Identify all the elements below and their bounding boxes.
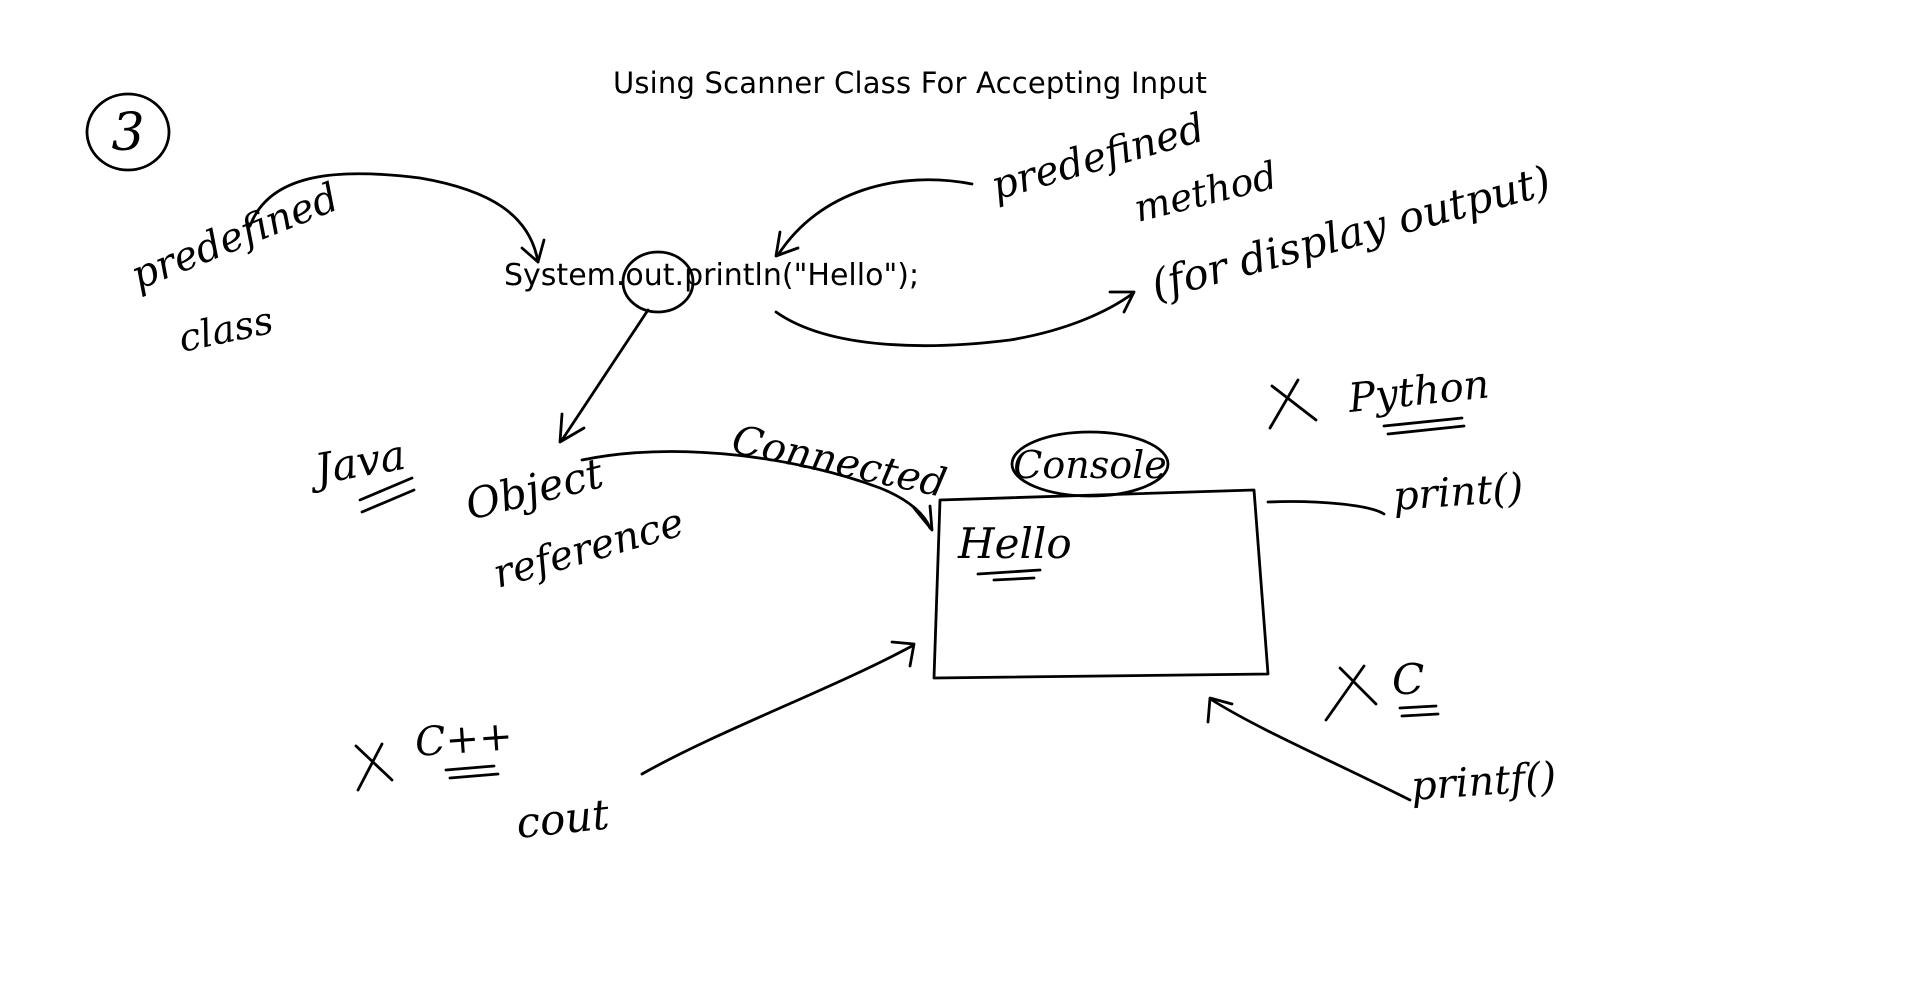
- arrowhead-connected: [912, 504, 934, 532]
- arrow-println-to-purpose: [774, 292, 1134, 347]
- console-box: [932, 488, 1270, 680]
- python-cross-1: [1270, 384, 1318, 422]
- python-underline-2: [1386, 424, 1466, 436]
- arrow-printf-to-console: [1210, 698, 1412, 802]
- console-output-text: Hello: [957, 519, 1072, 568]
- predefined-class-line1: predefined: [125, 174, 346, 299]
- arrow-class-to-system: [248, 172, 540, 264]
- cpp-cross-2: [356, 742, 384, 792]
- console-output-underline-2: [992, 576, 1036, 582]
- arrowhead-object: [558, 412, 586, 444]
- arrowhead-class: [520, 238, 546, 264]
- c-underline-2: [1400, 712, 1440, 718]
- arrowhead-printf: [1206, 696, 1234, 724]
- c-label: C: [1392, 655, 1424, 704]
- c-cross-2: [1324, 664, 1366, 722]
- cpp-underline-1: [444, 764, 496, 772]
- predefined-method-note: predefined method (for display output): [774, 105, 1556, 347]
- python-underline-1: [1382, 416, 1464, 428]
- page-title: Using Scanner Class For Accepting Input: [612, 66, 1208, 100]
- c-note: C printf(): [1206, 655, 1558, 810]
- step-number-marker: 3: [85, 92, 171, 172]
- arrow-method-to-println: [776, 178, 974, 257]
- python-note: Python print(): [1266, 361, 1525, 520]
- console-label-circle: [1010, 430, 1170, 498]
- python-connector: [1266, 500, 1386, 516]
- step-number-text: 3: [111, 103, 144, 163]
- c-printf-text: printf(): [1409, 754, 1557, 810]
- predefined-class-note: predefined class: [125, 172, 546, 361]
- predefined-class-line2: class: [175, 298, 277, 361]
- java-underline-2: [360, 488, 416, 514]
- arrowhead-cout: [890, 640, 916, 668]
- c-underline-1: [1398, 704, 1438, 710]
- console-label: Console: [1013, 443, 1166, 487]
- python-print-text: print(): [1391, 465, 1524, 520]
- cpp-note: C++ cout: [354, 640, 916, 848]
- c-cross-1: [1338, 666, 1378, 706]
- java-label-group: Java: [303, 430, 416, 514]
- cpp-cross-1: [354, 744, 394, 782]
- connected-text: Connected: [728, 417, 950, 507]
- arrow-cout-to-console: [640, 644, 914, 776]
- java-underline-1: [358, 476, 414, 502]
- console-output-underline-1: [976, 568, 1042, 576]
- step-number-circle: [85, 92, 171, 172]
- code-statement: System.out.println("Hello");: [504, 258, 920, 293]
- console-window: Console Hello: [932, 430, 1270, 680]
- arrowhead-method: [774, 230, 800, 258]
- python-label: Python: [1345, 361, 1491, 422]
- cpp-underline-2: [448, 772, 500, 780]
- cpp-cout-text: cout: [514, 790, 611, 848]
- out-highlight-circle: [621, 250, 695, 314]
- python-cross-2: [1268, 378, 1300, 430]
- arrow-out-to-object: [560, 308, 650, 442]
- object-reference-note: Object reference: [461, 308, 689, 598]
- cpp-label: C++: [413, 713, 514, 766]
- arrowhead-purpose: [1108, 290, 1136, 314]
